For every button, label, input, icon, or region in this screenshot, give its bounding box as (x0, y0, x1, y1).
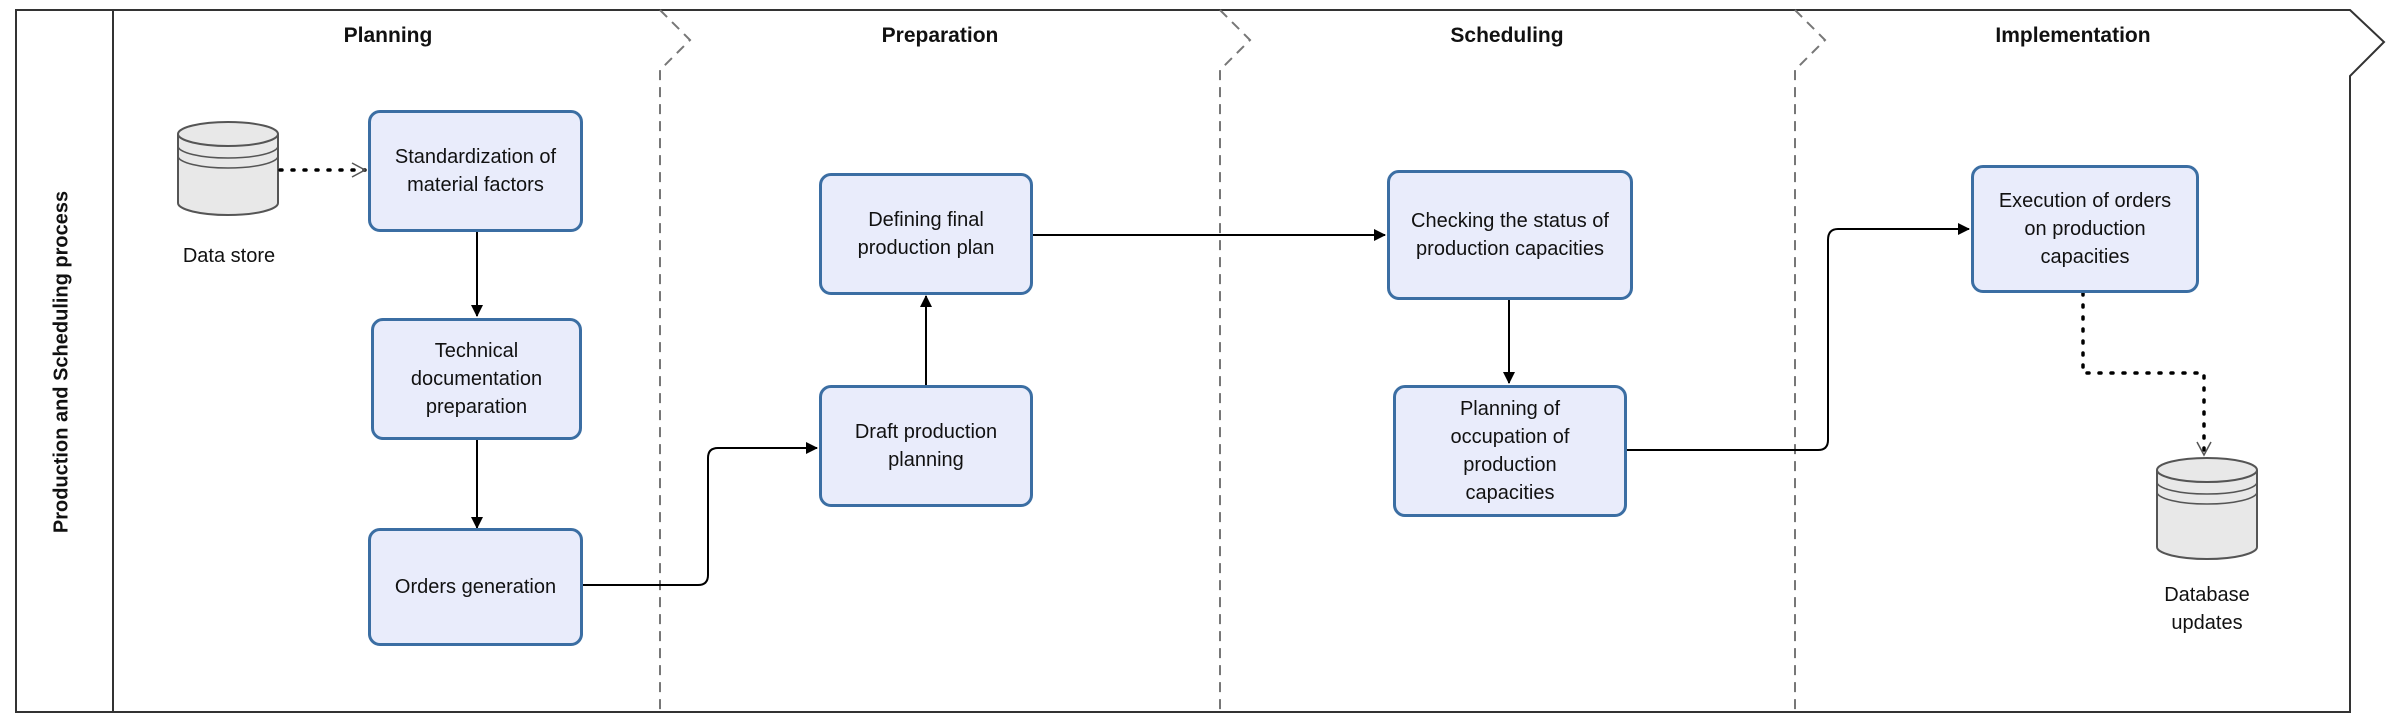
flow-planning-to-execution (1627, 223, 1970, 451)
task-draft-production-planning[interactable]: Draft production planning (819, 385, 1033, 507)
task-technical-documentation[interactable]: Technical documentation preparation (371, 318, 582, 440)
database-updates-label: Database updates (2164, 584, 2250, 634)
pool-border (15, 9, 2386, 713)
data-store-label: Data store (182, 245, 276, 267)
task-planning-occupation[interactable]: Planning of occupation of production cap… (1393, 385, 1627, 517)
phase-implementation: Implementation (1995, 24, 2151, 47)
flow-orders-to-draft (583, 442, 818, 586)
task-orders-generation[interactable]: Orders generation (368, 528, 583, 646)
task-final-production-plan[interactable]: Defining final production plan (819, 173, 1033, 295)
database-updates-icon (2156, 457, 2258, 560)
phase-divider-2 (1219, 9, 1252, 712)
association-execution-to-database (2081, 291, 2212, 457)
phase-preparation: Preparation (881, 24, 999, 47)
task-checking-capacities[interactable]: Checking the status of production capaci… (1387, 170, 1633, 300)
task-standardization[interactable]: Standardization of material factors (368, 110, 583, 232)
phase-divider-1 (659, 9, 692, 712)
phase-scheduling: Scheduling (1450, 24, 1564, 47)
phase-planning: Planning (343, 24, 433, 47)
data-store-icon (177, 121, 279, 216)
task-execution-of-orders[interactable]: Execution of orders on production capaci… (1971, 165, 2199, 293)
pool-title: Production and Scheduling process (50, 190, 73, 534)
phase-divider-3 (1794, 9, 1827, 712)
